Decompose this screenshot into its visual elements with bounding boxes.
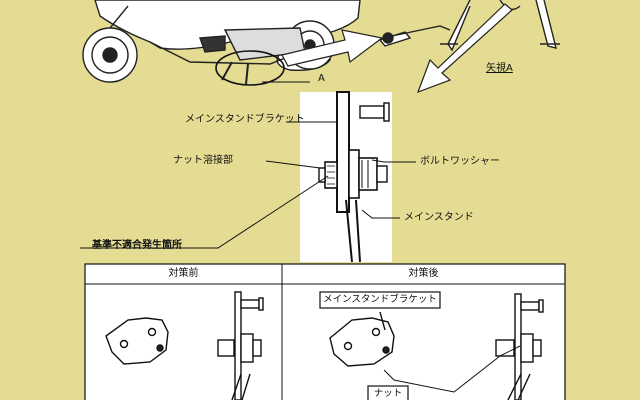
label-bolt-washer: ボルトワッシャー — [420, 156, 500, 167]
view-a-panel — [300, 91, 392, 263]
label-main-stand-bracket: メインスタンドブラケット — [185, 114, 305, 125]
scooter-illustration — [82, 0, 361, 86]
direction-arrow-to-stand — [281, 29, 384, 67]
table-header-before: 対策前 — [168, 268, 199, 279]
label-main-stand: メインスタンド — [404, 212, 474, 223]
after-drawing — [329, 293, 544, 400]
leader-lines — [80, 121, 416, 249]
after-bracket-label: メインスタンドブラケット — [323, 294, 437, 305]
after-nut-label: ナット — [373, 388, 403, 399]
stand-detail-sketch — [378, 0, 560, 52]
label-nut-weld: ナット溶接部 — [173, 155, 233, 166]
view-arrow — [416, 3, 513, 94]
label-nonconforming-location: 基準不適合発生箇所 — [92, 240, 182, 251]
table-header-after: 対策後 — [408, 268, 439, 279]
before-drawing — [105, 291, 264, 400]
label-a: A — [318, 73, 325, 84]
label-view-a: 矢視A — [486, 63, 513, 74]
